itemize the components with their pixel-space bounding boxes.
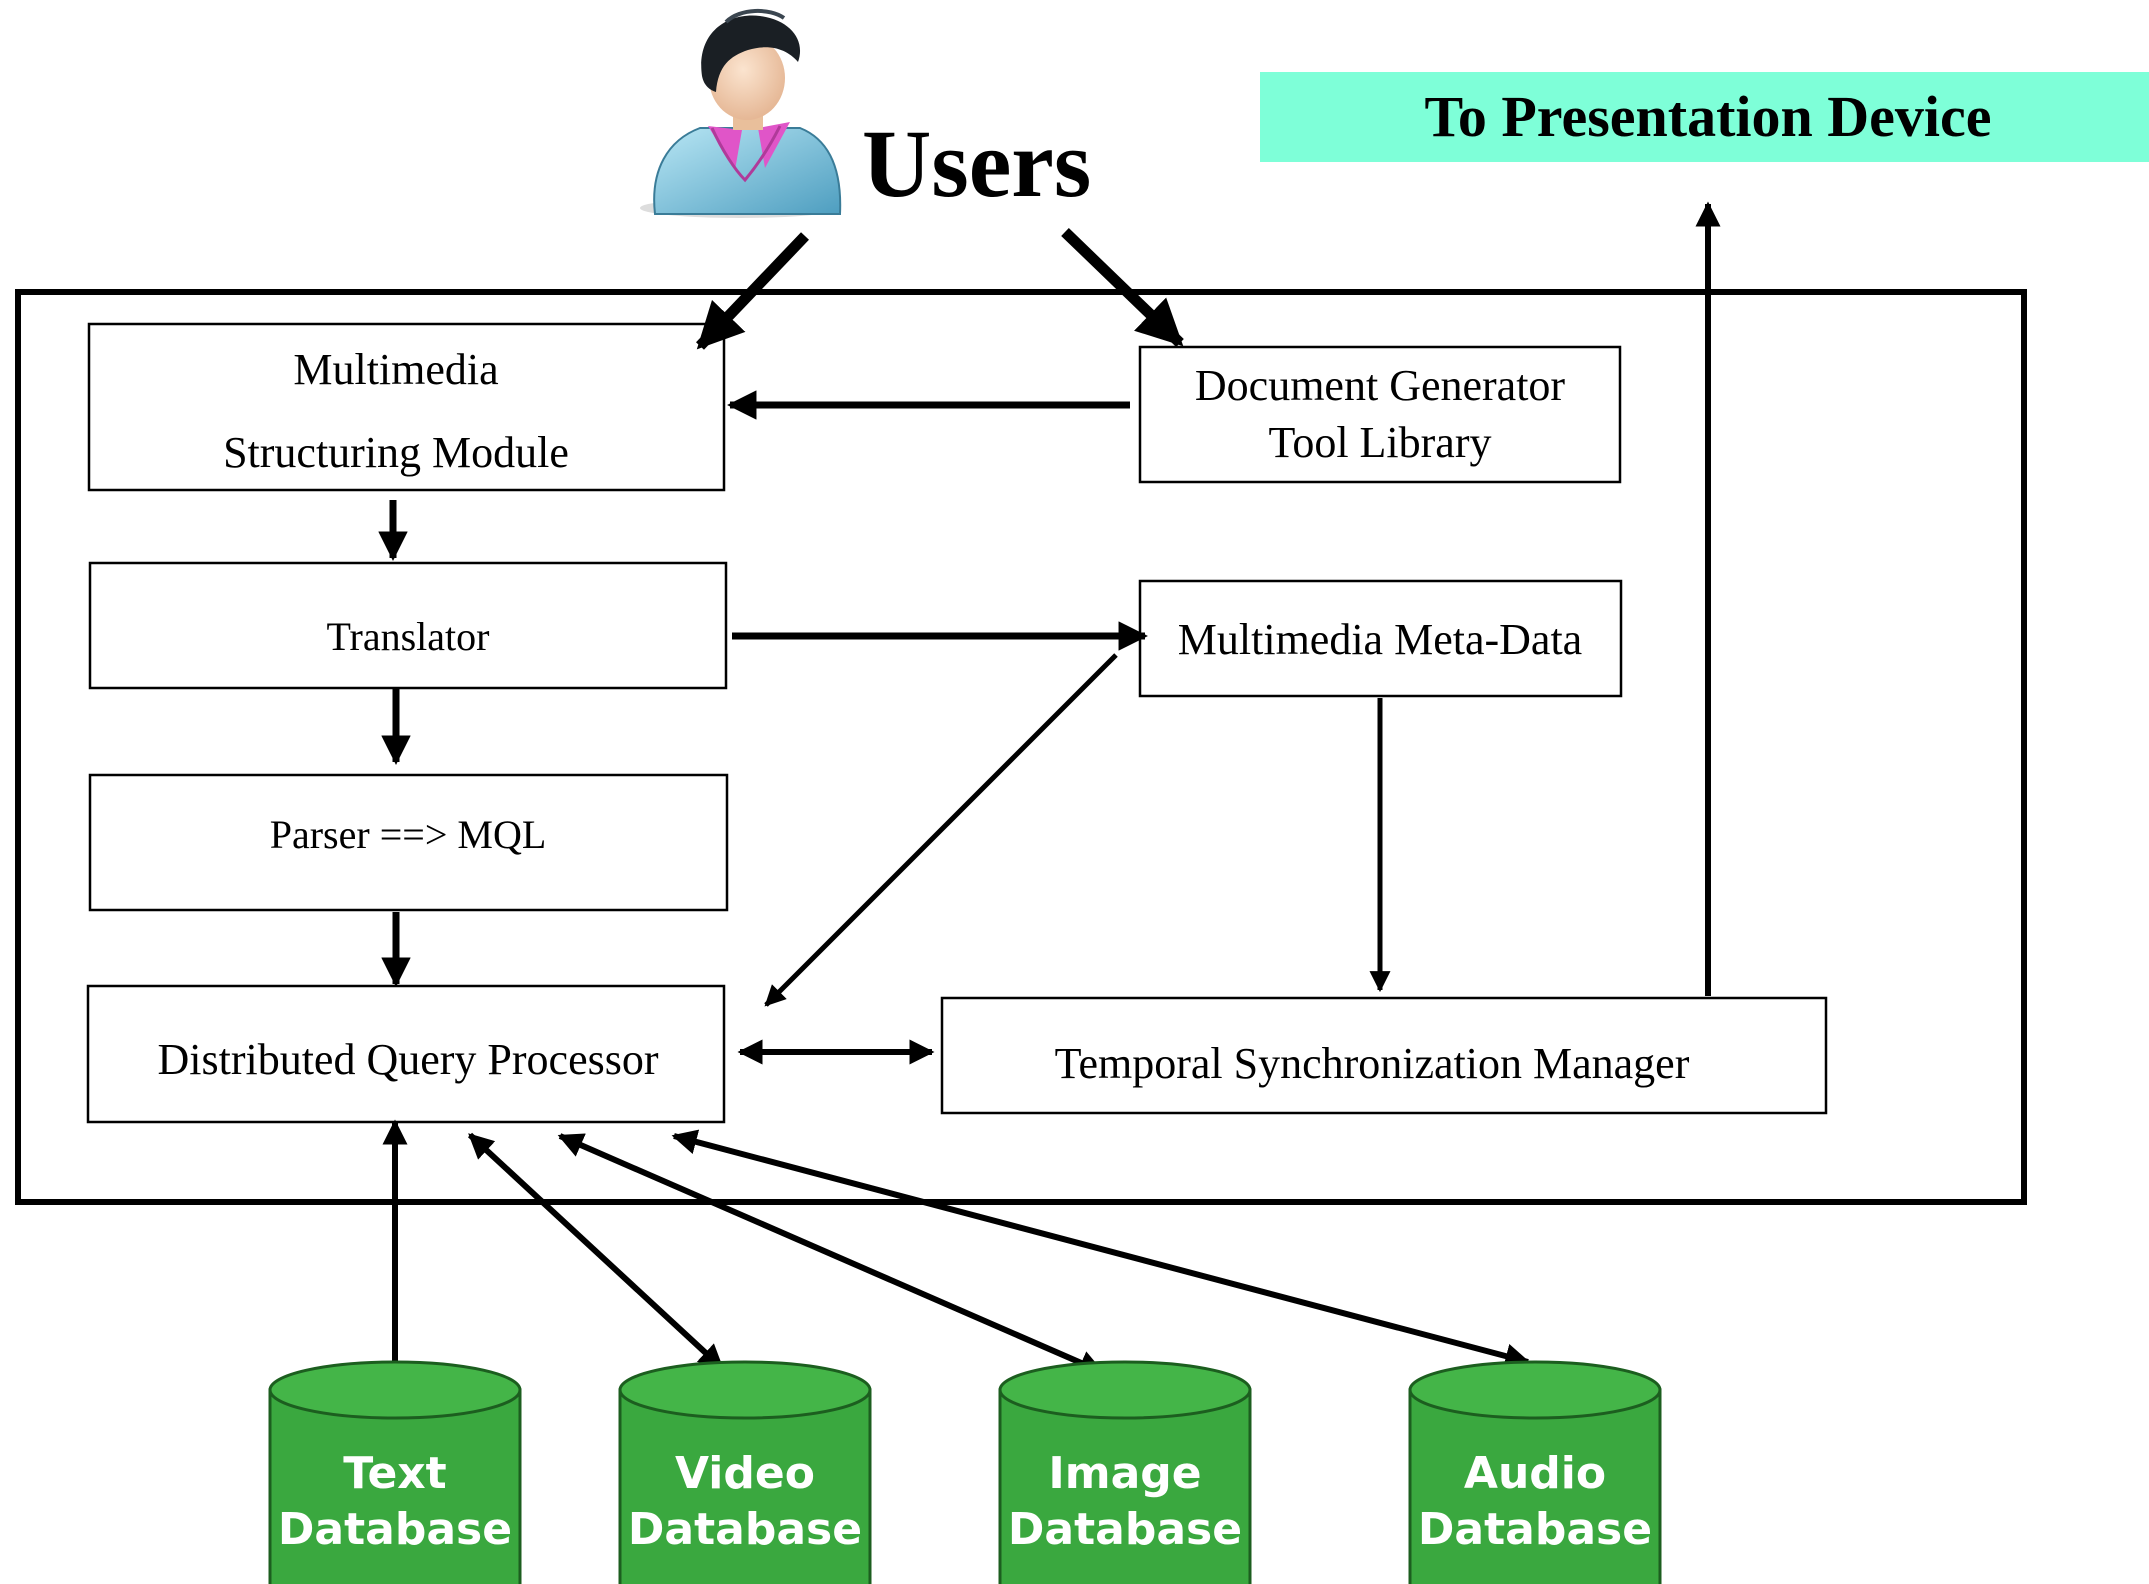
text-database-line2: Database bbox=[278, 1504, 512, 1555]
database-cylinder-top bbox=[268, 1360, 522, 1420]
translator-box bbox=[88, 561, 728, 690]
arrow-users-to-structuring bbox=[696, 232, 809, 350]
arrow-query-processor-video-db bbox=[467, 1132, 725, 1371]
query-processor-label: Distributed Query Processor bbox=[157, 1035, 658, 1084]
arrow-users-to-doc-generator bbox=[1061, 228, 1184, 347]
multimedia-metadata-module: Multimedia Meta-Data bbox=[1138, 579, 1623, 698]
temporal-synchronization-manager: Temporal Synchronization Manager bbox=[940, 996, 1828, 1115]
sync-manager-label: Temporal Synchronization Manager bbox=[1055, 1039, 1690, 1088]
presentation-device-banner: To Presentation Device bbox=[1260, 72, 2149, 162]
document-generator-line1: Document Generator bbox=[1195, 361, 1566, 410]
database-cylinder-body bbox=[618, 1388, 872, 1584]
structuring-module-box bbox=[87, 322, 726, 492]
parser-module: Parser ==> MQL bbox=[88, 773, 729, 912]
presentation-banner-background bbox=[1260, 72, 2149, 162]
translator-module: Translator bbox=[88, 561, 728, 690]
connector-arrows bbox=[378, 201, 1721, 1391]
users-label: Users bbox=[862, 110, 1091, 217]
database-group: TextDatabaseVideoDatabaseImageDatabaseAu… bbox=[268, 1360, 1662, 1584]
arrow-metadata-to-query-processor bbox=[764, 653, 1118, 1007]
database-cylinder-body bbox=[1408, 1388, 1662, 1584]
structuring-module-line1: Multimedia bbox=[293, 345, 498, 394]
database-cylinder-body bbox=[268, 1388, 522, 1584]
multimedia-structuring-module: Multimedia Structuring Module bbox=[87, 322, 726, 492]
presentation-device-label: To Presentation Device bbox=[1424, 84, 1991, 149]
document-generator-line2: Tool Library bbox=[1269, 418, 1492, 467]
database-cylinder-top bbox=[998, 1360, 1252, 1420]
audio-database-line2: Database bbox=[1418, 1504, 1652, 1555]
parser-label: Parser ==> MQL bbox=[270, 812, 547, 857]
text-database-line1: Text bbox=[343, 1448, 446, 1499]
document-generator-tool-library: Document Generator Tool Library bbox=[1138, 345, 1622, 484]
distributed-query-processor: Distributed Query Processor bbox=[86, 984, 726, 1124]
image-database-line2: Database bbox=[1008, 1504, 1242, 1555]
database-cylinder-top bbox=[618, 1360, 872, 1420]
structuring-module-line2: Structuring Module bbox=[223, 428, 569, 477]
arrow-query-processor-image-db bbox=[557, 1133, 1105, 1375]
parser-box bbox=[88, 773, 729, 912]
metadata-box bbox=[1138, 579, 1623, 698]
database-cylinder-top bbox=[1408, 1360, 1662, 1420]
sync-manager-box bbox=[940, 996, 1828, 1115]
translator-label: Translator bbox=[327, 614, 490, 659]
image-database-line1: Image bbox=[1048, 1448, 1201, 1499]
arrow-query-processor-audio-db bbox=[671, 1129, 1531, 1369]
database-cylinder-body bbox=[998, 1388, 1252, 1584]
video-database-line2: Database bbox=[628, 1504, 862, 1555]
audio-database-line1: Audio bbox=[1464, 1448, 1606, 1499]
document-generator-box bbox=[1138, 345, 1622, 484]
video-database-line1: Video bbox=[675, 1448, 815, 1499]
metadata-label: Multimedia Meta-Data bbox=[1178, 615, 1582, 664]
user-avatar-icon bbox=[640, 8, 842, 218]
